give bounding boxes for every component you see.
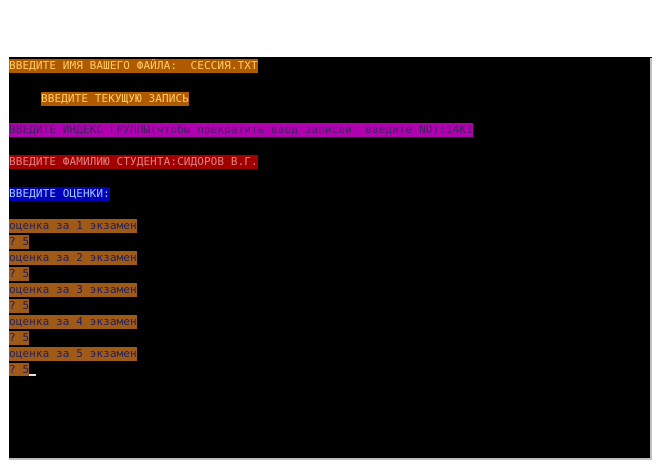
grades-prompt: ВВЕДИТЕ ОЦЕНКИ: [9,187,110,201]
exam-5-answer-row[interactable]: ? 5 [9,363,37,377]
exam-3-answer: ? 5 [9,299,30,313]
exam-4-answer: ? 5 [9,331,30,345]
exam-1-label: оценка за 1 экзамен [9,219,137,233]
text-cursor [29,374,37,376]
exam-5-answer: ? 5 [9,363,30,376]
console-window[interactable]: ВВЕДИТЕ ИМЯ ВАШЕГО ФАЙЛА: СЕССИЯ.ТХТ ВВЕ… [9,58,652,460]
exam-4-label: оценка за 4 экзамен [9,315,137,329]
exam-5-label: оценка за 5 экзамен [9,347,137,361]
window-top-edge [9,57,652,58]
exam-1-answer: ? 5 [9,235,30,249]
record-prompt: ВВЕДИТЕ ТЕКУЩУЮ ЗАПИСЬ [41,92,189,106]
exam-3-label: оценка за 3 экзамен [9,283,137,297]
group-prompt: ВВЕДИТЕ ИНДЕКС ГРУППЫ(чтобы прекратить в… [9,123,473,137]
filename-prompt: ВВЕДИТЕ ИМЯ ВАШЕГО ФАЙЛА: СЕССИЯ.ТХТ [9,59,258,73]
exam-2-answer: ? 5 [9,267,30,281]
exam-2-label: оценка за 2 экзамен [9,251,137,265]
student-prompt: ВВЕДИТЕ ФАМИЛИЮ СТУДЕНТА:СИДОРОВ В.Г. [9,155,258,169]
